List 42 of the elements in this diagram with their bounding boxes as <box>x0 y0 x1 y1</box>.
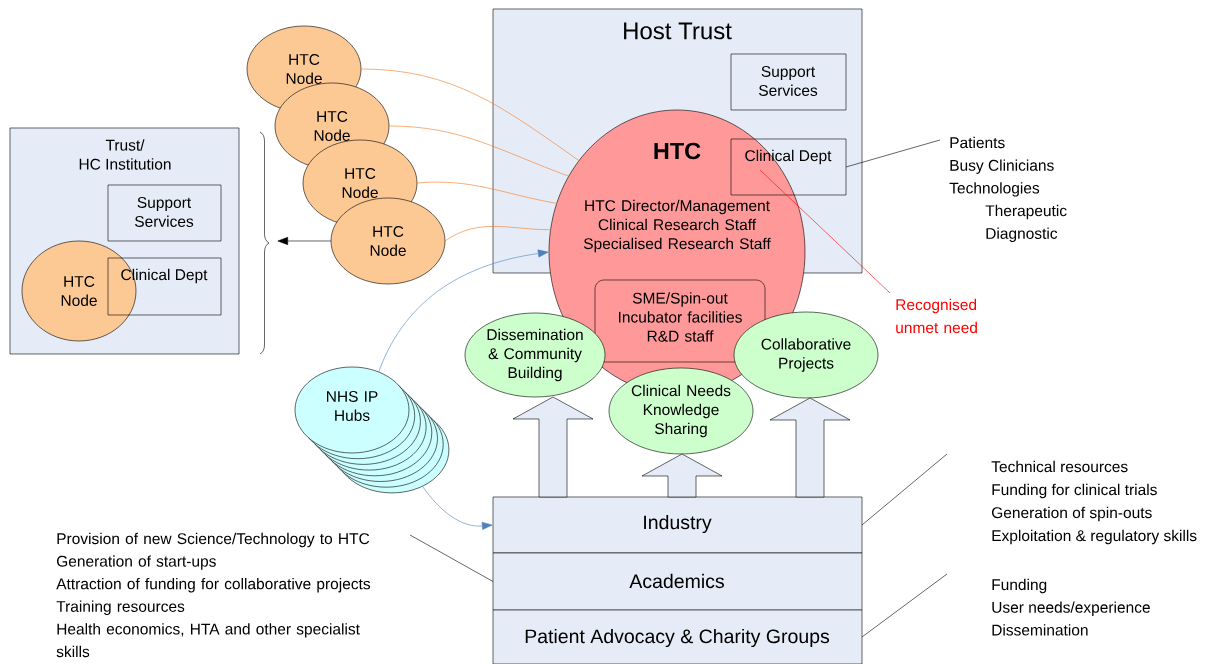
box: Patient Advocacy & Charity Groups <box>492 609 863 664</box>
connector-line <box>444 226 551 242</box>
list-item: User needs/experience <box>992 601 1150 616</box>
list-item: Generation of start-ups <box>57 555 216 570</box>
connector-line <box>388 125 570 177</box>
list-item: Funding for clinical trials <box>992 483 1157 499</box>
list-item: Busy Clinicians <box>950 159 1054 174</box>
list-item: Therapeutic <box>985 204 1067 220</box>
leader-line <box>861 573 948 638</box>
box: Industry <box>492 496 863 554</box>
leader-line <box>409 534 494 582</box>
list-item: Exploitation & regulatory skills <box>992 529 1197 545</box>
list-item: Training resources <box>56 600 185 615</box>
list-item: Technologies <box>949 182 1040 197</box>
stacked-ellipses: NHS IP Hubs <box>294 366 450 494</box>
box: Academics <box>492 552 863 611</box>
arrow <box>378 249 549 373</box>
box: Support Services <box>107 184 222 242</box>
block-arrow <box>641 453 723 498</box>
connector-line <box>416 181 558 204</box>
list-item: Funding <box>992 578 1047 594</box>
list-item: Attraction of funding for collaborative projects <box>56 577 371 593</box>
list-item: Technical resources <box>991 460 1128 473</box>
list-item: Patients <box>950 136 1005 149</box>
arrow <box>277 237 332 245</box>
block-arrow <box>512 396 594 498</box>
node-label: NHS IP <box>327 391 378 402</box>
list-item: Diagnostic <box>986 227 1058 242</box>
list-item: Generation of spin-outs <box>992 506 1152 522</box>
leader-line <box>759 169 891 294</box>
leader-line <box>845 139 941 168</box>
arrow <box>422 486 493 530</box>
list-item: Provision of new Science/Technology to HTC <box>57 532 370 548</box>
list-item: Recognised unmet need <box>896 298 977 334</box>
box: Support Services <box>730 53 847 111</box>
block-arrow <box>769 397 851 498</box>
list-item: Health economics, HTA and other specialist skills <box>56 623 360 658</box>
list-item: Dissemination <box>992 624 1088 636</box>
leader-line <box>861 453 948 526</box>
box: Clinical Dept <box>730 138 847 196</box>
box: Clinical Dept <box>107 257 222 316</box>
connector-line <box>360 68 580 161</box>
